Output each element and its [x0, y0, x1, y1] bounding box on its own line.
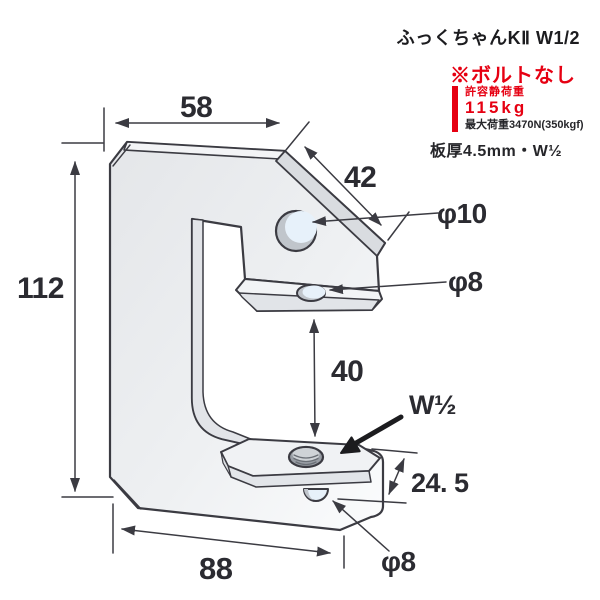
dim-height-label: 112: [17, 272, 64, 305]
allowable-load-label: 許容静荷重: [465, 86, 525, 98]
bottom-tab: [220, 438, 381, 488]
dim-bottom-width-label: 88: [199, 551, 233, 586]
top-hole-phi10: [274, 209, 318, 253]
dim-gap-label: 40: [331, 355, 364, 388]
bolt-note: ※ボルトなし: [450, 65, 576, 87]
allowable-load-value: 115kg: [465, 98, 528, 118]
bottom-hole-phi8: [303, 488, 329, 502]
threaded-hole-w12: [287, 445, 325, 469]
dim-tab-depth-label: 24. 5: [411, 468, 469, 498]
dimension-annotations: [61, 107, 447, 569]
dim-top-width-label: 58: [180, 91, 213, 124]
flange-hole-phi8: [296, 284, 326, 302]
whalf-arrow: [340, 414, 404, 454]
max-load-value: 最大荷重3470N(350kgf): [465, 118, 584, 131]
product-title: ふっくちゃんKⅡ W1/2: [396, 28, 580, 48]
dim-flange-hole-label: φ8: [448, 266, 483, 297]
dim-diagonal-label: 42: [344, 161, 377, 194]
dim-thread-label: W½: [409, 390, 457, 420]
dim-top-hole-label: φ10: [437, 198, 487, 229]
dim-bottom-hole-label: φ8: [381, 546, 416, 577]
upper-flange: [235, 278, 383, 312]
spec-line: 板厚4.5mm・W½: [430, 143, 563, 160]
load-rating-block: 許容静荷重 115kg 最大荷重3470N(350kgf): [452, 86, 584, 132]
